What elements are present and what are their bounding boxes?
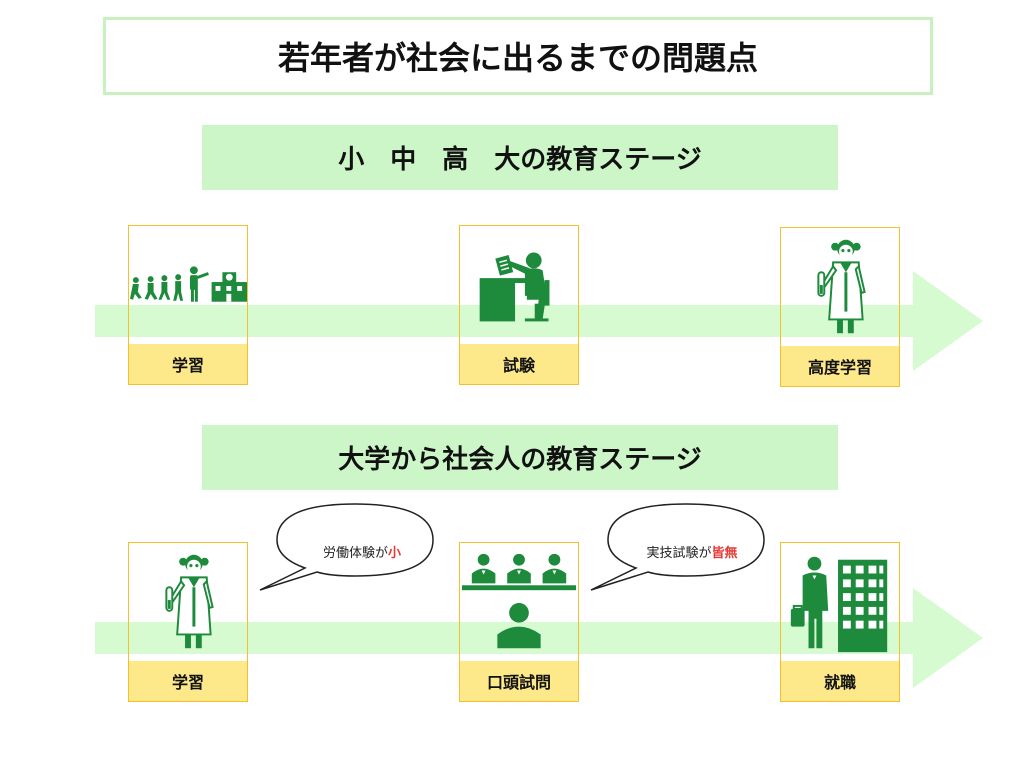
speech-bubble-left — [259, 503, 434, 591]
students-school-icon — [129, 266, 247, 302]
stage1-card-advanced: 高度学習 — [780, 227, 900, 387]
speech-bubble-left-text: 労働体験が小 — [322, 546, 402, 561]
desk-worker-icon — [479, 252, 550, 322]
stage2-heading: 大学から社会人の教育ステージ — [202, 425, 838, 490]
card-label: 試験 — [460, 344, 578, 384]
interview-panel-icon — [461, 553, 577, 649]
stage2-card-employment: 就職 — [780, 542, 900, 702]
stage1-heading: 小 中 高 大の教育ステージ — [202, 125, 838, 190]
stage2-card-study: 学習 — [128, 542, 248, 702]
stage2-card-oral-exam: 口頭試問 — [459, 542, 579, 702]
card-label: 学習 — [129, 661, 247, 701]
scientist-icon — [165, 554, 214, 649]
speech-bubble-right — [590, 503, 765, 591]
page-title: 若年者が社会に出るまでの問題点 — [103, 17, 933, 95]
stage1-card-exam: 試験 — [459, 225, 579, 385]
speech-bubble-right-text: 実技試験が皆無 — [646, 546, 738, 561]
card-label: 高度学習 — [781, 346, 899, 386]
scientist-icon — [817, 239, 866, 334]
card-label: 就職 — [781, 661, 899, 701]
businessman-building-icon — [790, 556, 888, 653]
card-label: 学習 — [129, 344, 247, 384]
stage1-card-study: 学習 — [128, 225, 248, 385]
card-label: 口頭試問 — [460, 661, 578, 701]
